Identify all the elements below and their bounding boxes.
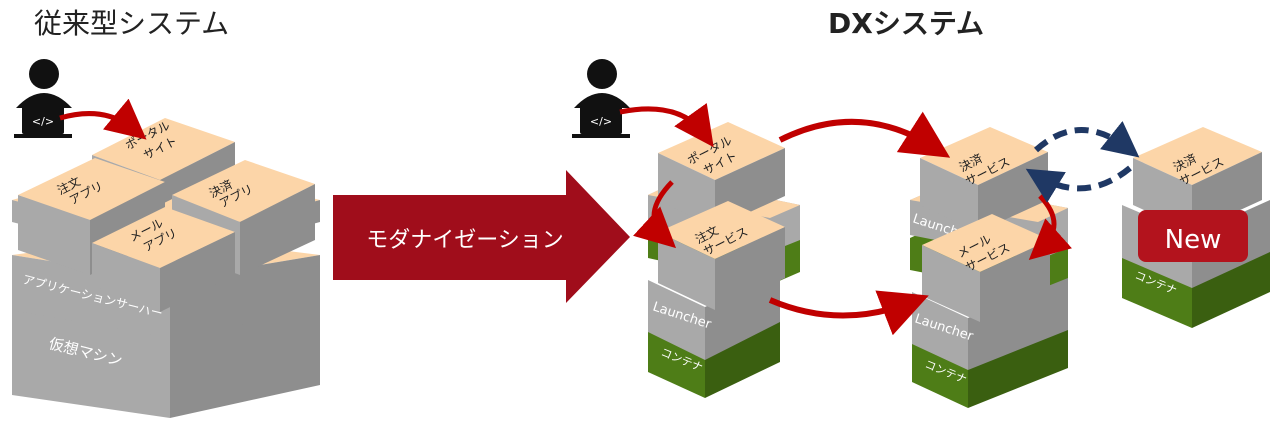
modernization-arrow: モダナイゼーション xyxy=(333,170,630,303)
new-badge-label: New xyxy=(1165,225,1222,255)
code-icon: </> xyxy=(590,115,612,128)
legacy-system-title: 従来型システム xyxy=(34,7,230,40)
pod-new-payment: コンテナ 決済 サービス New xyxy=(1122,127,1270,328)
dx-dev-arrow xyxy=(619,103,714,148)
laptop-icon xyxy=(22,106,64,134)
portal-to-order-arrow xyxy=(633,180,677,249)
modernization-label: モダナイゼーション xyxy=(366,228,564,253)
dx-system-title: DXシステム xyxy=(828,7,984,40)
new-badge xyxy=(1138,210,1248,262)
laptop-icon xyxy=(580,106,622,134)
pod-portal-order: ポータル サイト コンテナ Launcher 注文 サービス xyxy=(648,122,800,398)
swap-arrow-top xyxy=(1033,120,1140,158)
legacy-mail-tile: メール アプリ xyxy=(92,207,235,312)
order-to-mail-arrow xyxy=(768,290,929,336)
pod-payment-mail: Launcher 決済 サービス コンテナ Launcher メール サービス xyxy=(910,127,1068,408)
portal-to-payment-arrow xyxy=(778,111,951,158)
developer-icon: </> xyxy=(14,59,72,138)
developer-icon-dx: </> xyxy=(572,59,630,138)
legacy-dev-arrow xyxy=(59,98,147,140)
legacy-stack: 仮想マシン アプリケーションサーバー ポータル サイト 注文 xyxy=(12,118,320,418)
swap-arrow-bottom xyxy=(1025,165,1132,203)
code-icon: </> xyxy=(32,115,54,128)
